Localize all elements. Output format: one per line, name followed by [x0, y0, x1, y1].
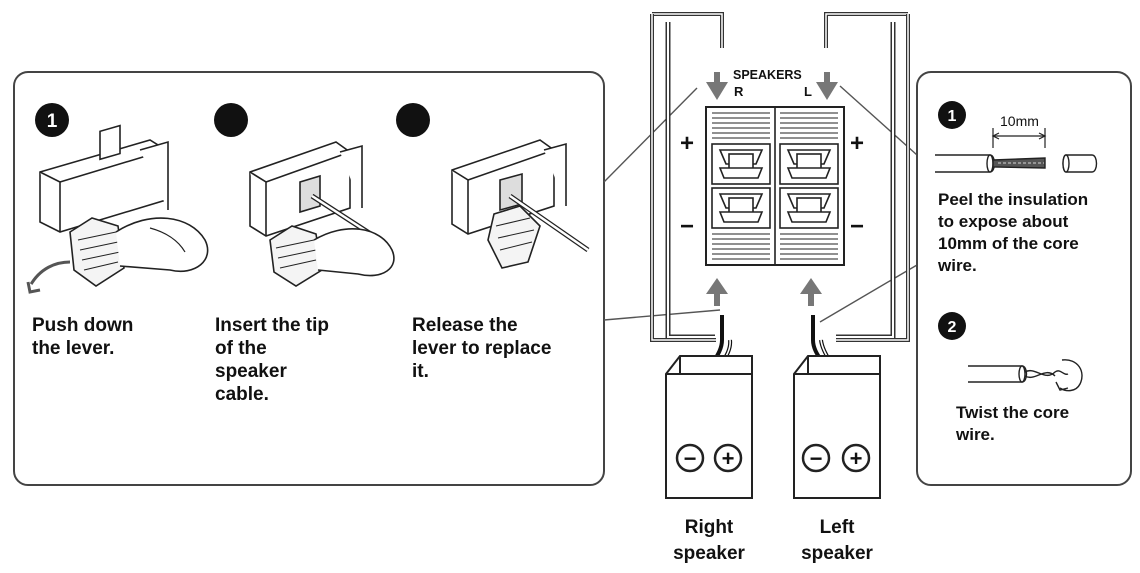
left-speaker-plus-terminal: + [841, 443, 871, 473]
insertion-arrows [706, 72, 838, 306]
svg-text:+: + [722, 446, 735, 471]
svg-text:wire.: wire. [937, 256, 977, 275]
svg-text:10mm of the core: 10mm of the core [938, 234, 1079, 253]
svg-text:Right: Right [685, 517, 734, 538]
terminal-r-plus [711, 143, 771, 185]
svg-text:wire.: wire. [955, 425, 995, 444]
svg-text:the lever.: the lever. [32, 338, 114, 359]
svg-text:−: − [684, 446, 697, 471]
minus-sign-right: − [850, 213, 864, 240]
step-1-marker: 1 [35, 103, 69, 137]
svg-text:1: 1 [948, 108, 957, 125]
left-speaker-box [793, 355, 881, 499]
svg-text:Release the: Release the [412, 315, 518, 336]
prep-step-1-marker: 1 [938, 101, 966, 129]
step-2-caption: Insert the tip of the speaker cable. [215, 315, 329, 405]
left-speaker-minus-terminal: − [801, 443, 831, 473]
push-lever-illustration [26, 124, 209, 294]
measure-indicator [991, 128, 1047, 148]
svg-text:Insert the tip: Insert the tip [215, 315, 329, 336]
speakers-title: SPEAKERS [733, 68, 802, 82]
cable-prep-panel [916, 71, 1132, 486]
right-speaker-minus-terminal: − [675, 443, 705, 473]
svg-text:speaker: speaker [215, 361, 287, 382]
svg-text:1: 1 [47, 111, 58, 132]
terminal-l-minus [779, 187, 839, 229]
svg-text:+: + [850, 446, 863, 471]
left-speaker-label: Left speaker [801, 517, 873, 564]
speaker-terminal-board [650, 12, 910, 342]
stripped-cable-illustration [935, 154, 1098, 173]
insert-cable-illustration [249, 141, 395, 287]
svg-text:speaker: speaker [673, 543, 745, 564]
minus-sign-left: − [680, 213, 694, 240]
step-3-marker [396, 103, 430, 137]
channel-l-label: L [804, 84, 812, 99]
release-lever-illustration [451, 139, 590, 269]
svg-text:−: − [810, 446, 823, 471]
svg-text:Peel the insulation: Peel the insulation [938, 190, 1088, 209]
svg-text:Push down: Push down [32, 315, 133, 336]
prep-step-1-caption: Peel the insulation to expose about 10mm… [937, 190, 1088, 275]
svg-text:2: 2 [948, 319, 957, 336]
step-2-marker [214, 103, 248, 137]
twisted-wire-illustration [968, 359, 1083, 392]
svg-text:Left: Left [820, 517, 856, 538]
plus-sign-right: + [850, 130, 864, 157]
prep-step-2-caption: Twist the core wire. [955, 403, 1069, 444]
terminal-r-minus [711, 187, 771, 229]
right-speaker-box [665, 355, 753, 499]
svg-text:it.: it. [412, 361, 429, 382]
svg-text:Twist the core: Twist the core [956, 403, 1069, 422]
channel-r-label: R [734, 84, 744, 99]
terminal-labels: SPEAKERS R L + + − − [680, 68, 864, 240]
svg-text:lever to replace: lever to replace [412, 338, 551, 359]
svg-text:cable.: cable. [215, 384, 269, 405]
right-speaker-plus-terminal: + [713, 443, 743, 473]
measure-label: 10mm [1000, 113, 1039, 129]
prep-step-2-marker: 2 [938, 312, 966, 340]
step-3-caption: Release the lever to replace it. [412, 315, 551, 382]
step-1-caption: Push down the lever. [32, 315, 133, 359]
svg-text:speaker: speaker [801, 543, 873, 564]
terminal-l-plus [779, 143, 839, 185]
svg-text:to expose about: to expose about [938, 212, 1069, 231]
svg-text:of the: of the [215, 338, 267, 359]
plus-sign-left: + [680, 130, 694, 157]
right-speaker-label: Right speaker [673, 517, 745, 564]
